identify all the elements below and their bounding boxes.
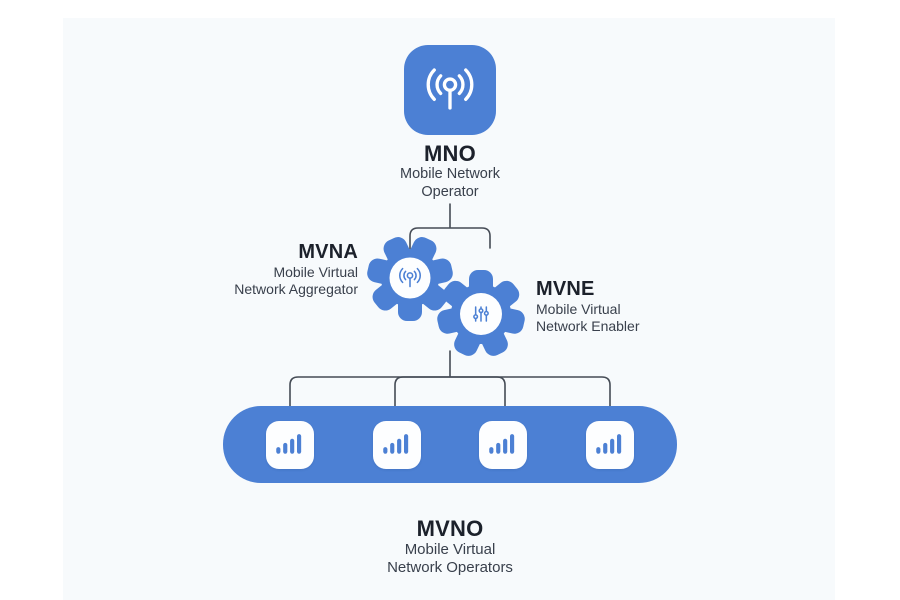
mvno-full-line1: Mobile Virtual	[404, 541, 496, 558]
operator-tile	[479, 420, 528, 469]
signal-bars-icon	[596, 433, 622, 454]
mvno-operator-bar	[223, 406, 677, 483]
mvna-label: MVNA Mobile Virtual Network Aggregator	[234, 241, 358, 297]
operator-tile	[372, 420, 421, 469]
mvne-full-line1: Mobile Virtual	[536, 301, 621, 317]
mvna-full-line1: Mobile Virtual	[273, 264, 358, 280]
mno-full-line1: Mobile Network	[400, 166, 500, 182]
mvne-label: MVNE Mobile Virtual Network Enabler	[536, 278, 640, 334]
mvno-full-line2: Network Operators	[387, 559, 513, 576]
mvna-abbr: MVNA	[298, 241, 358, 263]
mno-abbr: MNO	[424, 141, 476, 166]
signal-bars-icon	[276, 433, 302, 454]
mvno-abbr: MVNO	[416, 516, 484, 541]
mvna-full-line2: Network Aggregator	[234, 280, 358, 297]
operator-tile	[266, 420, 314, 469]
signal-bars-icon	[382, 433, 408, 454]
mvno-label: MVNO Mobile Virtual Network Operators	[300, 517, 600, 577]
mvne-abbr: MVNE	[536, 278, 595, 300]
broadcast-antenna-icon	[426, 68, 474, 110]
mvne-full-line2: Network Enabler	[536, 317, 640, 334]
mno-full-line2: Operator	[421, 183, 479, 200]
mno-icon-tile	[404, 45, 496, 135]
mno-label: MNO Mobile Network Operator	[300, 142, 600, 201]
operator-tile	[585, 420, 634, 469]
signal-bars-icon	[489, 433, 515, 454]
